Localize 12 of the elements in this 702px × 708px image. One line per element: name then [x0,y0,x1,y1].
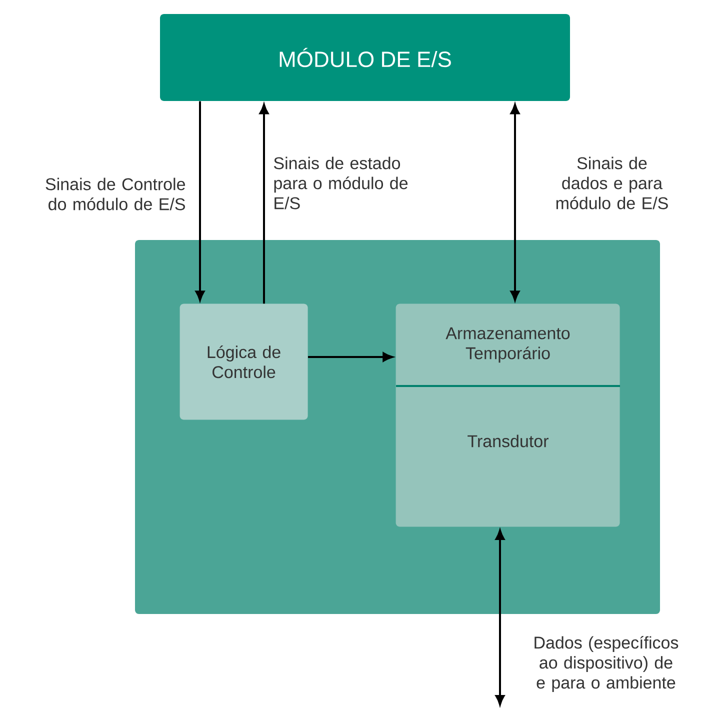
edge-label: Dados (específicos ao dispositivo) de e para o ambiente [534,636,678,692]
edge-label: Sinais de dados e para módulo de E/S [556,156,668,210]
edge-label: Sinais de Controle do módulo de E/S [46,178,186,210]
module-box: MÓDULO DE E/S [160,14,570,101]
arrow [259,104,269,304]
arrow [495,530,505,706]
arrow [510,104,520,301]
buffer-transducer-box: Armazenamento Temporário Transdutor [396,304,620,527]
arrow [195,101,205,301]
edge-label: Sinais de estado para o módulo de E/S [274,156,408,210]
logic-box: Lógica de Controle [180,304,308,420]
arrow [308,352,393,362]
